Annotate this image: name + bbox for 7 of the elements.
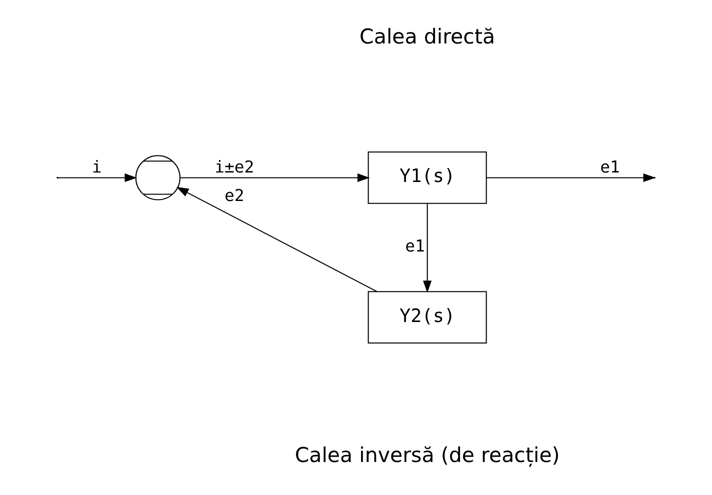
edge-label: i [92, 157, 102, 176]
edge-label: e1 [405, 236, 425, 256]
edge-label: i±e2 [214, 157, 254, 176]
edge-label: e2 [224, 186, 244, 206]
label: Calea directă [360, 24, 496, 48]
edge-label: e1 [600, 157, 620, 176]
label: Calea inversă (de reacție) [294, 443, 560, 468]
